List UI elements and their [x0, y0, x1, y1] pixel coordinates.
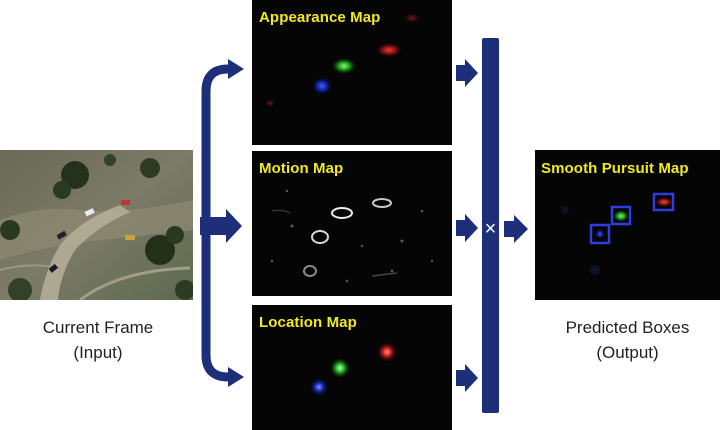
motion-out-arrow-icon	[465, 214, 478, 242]
smooth-pursuit-map-title: Smooth Pursuit Map	[541, 160, 689, 177]
location-out-arrow-icon	[465, 364, 478, 392]
location-map-panel: Location Map	[252, 305, 452, 430]
arrow-to-location-icon	[228, 367, 244, 387]
combine-bar	[482, 38, 499, 413]
arrow-to-appearance-icon	[228, 59, 244, 79]
predicted-box-green	[610, 205, 632, 226]
motion-map-title: Motion Map	[259, 160, 344, 177]
predicted-box-blue	[589, 223, 611, 245]
output-caption-line1: Predicted Boxes	[565, 318, 690, 337]
motion-map-panel: Motion Map	[252, 151, 452, 296]
output-arrow-stem	[504, 221, 516, 237]
arrow-to-motion-icon	[226, 209, 242, 243]
map-output-arrows	[456, 59, 478, 392]
appearance-out-arrow-icon	[465, 59, 478, 87]
multiply-symbol: ×	[484, 218, 497, 240]
appearance-map-title: Appearance Map	[259, 9, 381, 26]
input-caption: Current Frame (Input)	[18, 315, 178, 365]
output-arrow-icon	[514, 215, 528, 243]
output-caption: Predicted Boxes (Output)	[540, 315, 715, 365]
input-caption-line2: (Input)	[73, 343, 123, 362]
output-caption-line2: (Output)	[596, 343, 659, 362]
predicted-box-red	[652, 192, 675, 212]
location-out-stem	[456, 370, 467, 386]
input-caption-line1: Current Frame	[42, 318, 154, 337]
arrow-to-motion-stem	[200, 217, 228, 235]
location-map-title: Location Map	[259, 314, 357, 331]
appearance-out-stem	[456, 65, 467, 81]
appearance-map-panel: Appearance Map	[252, 0, 452, 145]
motion-out-stem	[456, 220, 467, 236]
smooth-pursuit-map-panel: Smooth Pursuit Map	[535, 150, 720, 300]
current-frame-image	[0, 150, 193, 300]
branch-arrows	[200, 59, 244, 387]
output-arrow	[504, 215, 528, 243]
